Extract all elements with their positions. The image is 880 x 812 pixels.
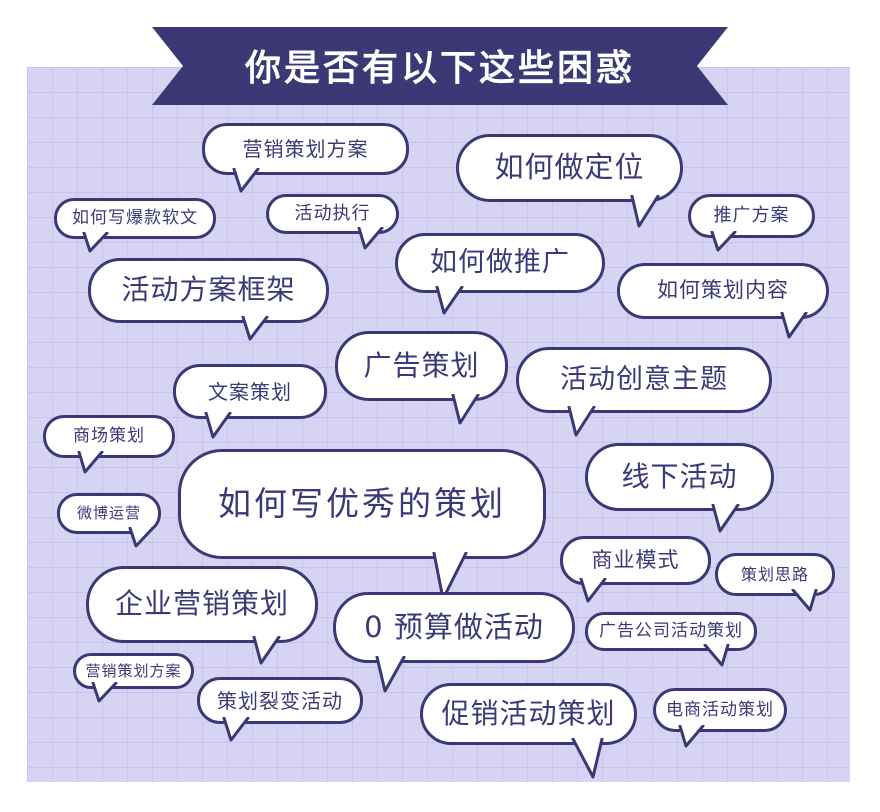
bubble-tail	[91, 682, 118, 703]
banner-ribbon: 你是否有以下这些困惑	[152, 27, 728, 105]
bubble-label: 电商活动策划	[666, 699, 774, 720]
bubble-tail	[711, 504, 740, 533]
bubble-label: 0 预算做活动	[364, 609, 544, 644]
bubble-tail	[703, 644, 730, 667]
bubble-label: 文案策划	[208, 379, 292, 404]
speech-bubble: 如何写优秀的策划	[178, 449, 546, 601]
bubble-label: 如何做定位	[494, 150, 645, 185]
bubble-tail	[77, 451, 104, 474]
speech-bubble: 线下活动	[585, 443, 774, 533]
bubble-tail	[232, 168, 260, 193]
bubble-tail	[451, 394, 480, 425]
bubble-label: 营销策划方案	[85, 661, 182, 680]
bubble-label: 推广方案	[713, 205, 790, 227]
bubble-label: 促销活动策划	[441, 696, 616, 730]
bubble-label: 广告策划	[363, 348, 480, 382]
bubble-tail	[780, 312, 808, 339]
speech-bubble: 如何做定位	[456, 134, 683, 228]
bubble-tail	[357, 227, 384, 250]
bubble-tail	[710, 231, 737, 252]
bubble-tail	[571, 738, 604, 779]
bubble-tail	[204, 412, 232, 439]
bubble-label: 如何做推广	[430, 247, 570, 279]
bubble-tail	[222, 717, 250, 742]
bubble-label: 广告公司活动策划	[599, 621, 743, 642]
bubble-tail	[791, 589, 818, 612]
speech-bubble: 如何写爆款软文	[54, 198, 216, 253]
speech-bubble: 如何策划内容	[617, 263, 829, 339]
speech-bubble: 广告策划	[335, 331, 508, 425]
bubble-label: 策划裂变活动	[217, 688, 343, 713]
bubble-label: 线下活动	[621, 459, 738, 493]
bubble-label: 商场策划	[73, 426, 145, 447]
bubble-label: 活动执行	[294, 203, 371, 225]
speech-bubble: 微博运营	[57, 493, 161, 548]
bubble-label: 微博运营	[76, 504, 141, 523]
bubble-label: 企业营销策划	[114, 587, 289, 621]
speech-bubble: 策划裂变活动	[197, 677, 363, 742]
bubble-tail	[678, 725, 705, 748]
bubble-label: 营销策划方案	[242, 137, 369, 161]
bubble-tail	[82, 232, 109, 253]
bubble-tail	[579, 578, 607, 603]
speech-bubble: 活动创意主题	[516, 347, 772, 437]
bubble-label: 如何策划内容	[657, 278, 789, 303]
speech-bubble: 营销策划方案	[202, 123, 409, 193]
bubble-label: 如何写优秀的策划	[218, 483, 506, 523]
bubble-tail	[241, 316, 269, 341]
speech-bubble: 商场策划	[43, 415, 175, 474]
speech-bubble: 企业营销策划	[86, 566, 318, 665]
bubble-label: 策划思路	[740, 564, 809, 584]
bubble-label: 商业模式	[591, 547, 680, 572]
banner-title: 你是否有以下这些困惑	[244, 48, 635, 89]
bubble-tail	[128, 527, 155, 548]
speech-bubble: 电商活动策划	[653, 688, 787, 748]
speech-bubble: 广告公司活动策划	[585, 612, 757, 667]
speech-bubble: 促销活动策划	[420, 683, 637, 779]
speech-bubble: 0 预算做活动	[333, 592, 575, 693]
speech-bubble: 活动执行	[266, 194, 399, 250]
bubble-tail	[630, 195, 660, 228]
bubble-label: 活动创意主题	[560, 364, 728, 396]
speech-bubble: 营销策划方案	[73, 653, 194, 703]
bubble-tail	[375, 656, 406, 693]
bubble-label: 活动方案框架	[121, 273, 296, 307]
speech-bubble: 策划思路	[715, 553, 835, 612]
bubble-tail	[252, 636, 281, 665]
speech-bubble: 商业模式	[560, 536, 711, 603]
speech-bubble: 推广方案	[688, 194, 815, 252]
speech-bubble: 活动方案框架	[88, 258, 329, 341]
bubble-tail	[567, 406, 596, 437]
bubble-label: 如何写爆款软文	[72, 208, 198, 229]
speech-bubble: 文案策划	[173, 364, 327, 439]
speech-bubble: 如何做推广	[395, 233, 605, 315]
bubble-tail	[435, 286, 464, 315]
